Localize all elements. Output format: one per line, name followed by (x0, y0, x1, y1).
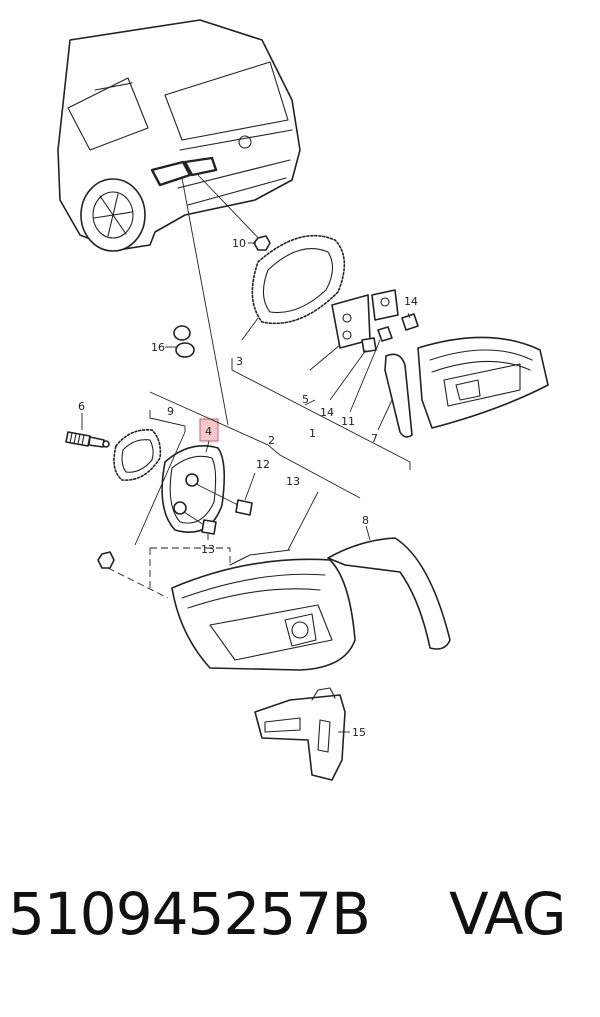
part-number-footer: 510945257B VAG (0, 880, 600, 990)
callout-4: 4 (205, 425, 212, 438)
outer-lamp-group-outline (134, 391, 361, 590)
callout-13-upper: 13 (286, 475, 300, 488)
callout-11: 11 (341, 415, 355, 428)
part-number: 510945257B (8, 880, 371, 948)
connector-15 (254, 687, 350, 781)
gasket-9 (113, 410, 186, 481)
bulbs (183, 472, 256, 540)
callout-12: 12 (256, 458, 270, 471)
exploded-parts-diagram: 10 14 16 3 5 14 1 11 7 6 9 4 2 12 13 13 … (57, 19, 549, 781)
caps-16 (165, 325, 195, 358)
cover-8 (327, 525, 451, 650)
callout-2: 2 (268, 434, 275, 447)
clip-nut (97, 551, 169, 599)
callout-15: 15 (352, 726, 366, 739)
outer-tail-lamp (171, 491, 356, 671)
inner-lamp-group (231, 234, 549, 470)
screw-6 (65, 413, 110, 448)
callout-1: 1 (309, 427, 316, 440)
callout-16: 16 (151, 341, 165, 354)
callout-7: 7 (371, 432, 378, 445)
callout-10: 10 (232, 237, 246, 250)
callout-8: 8 (362, 514, 369, 527)
callout-6: 6 (78, 400, 85, 413)
car-rear-illustration (57, 19, 301, 426)
leader-lines (241, 242, 411, 431)
callout-13-lower: 13 (201, 543, 215, 556)
callout-14-lower: 14 (320, 406, 334, 419)
callout-14-upper: 14 (404, 295, 418, 308)
callout-labels: 10 14 16 3 5 14 1 11 7 6 9 4 2 12 13 13 … (78, 237, 418, 739)
callout-9: 9 (167, 405, 174, 418)
callout-3: 3 (236, 355, 243, 368)
callout-5: 5 (302, 393, 309, 406)
bulb-carrier-4 (161, 418, 226, 534)
brand-name: VAG (449, 880, 567, 948)
